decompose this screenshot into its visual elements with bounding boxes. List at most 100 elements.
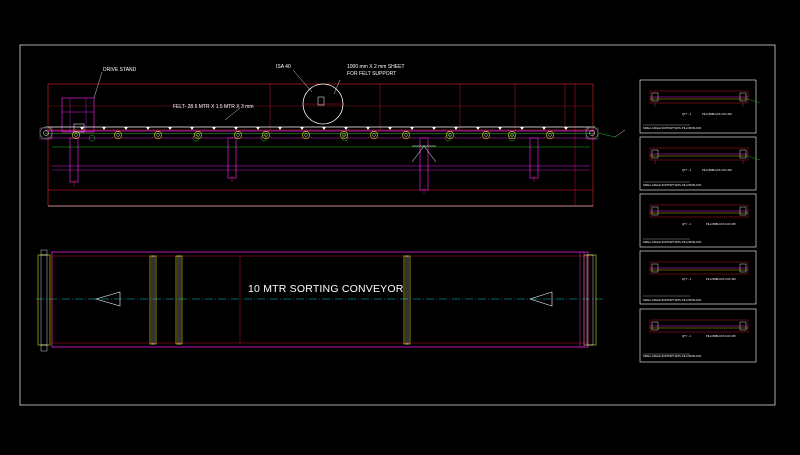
- idler-roller-hub: [116, 133, 120, 137]
- label-drive-stand: DRIVE STAND: [103, 67, 137, 73]
- belt-nub: [278, 127, 282, 130]
- belt-nub: [322, 127, 326, 130]
- detail-frame: [639, 136, 757, 191]
- detail-block-right: [739, 321, 747, 331]
- idler-roller-hub: [74, 133, 78, 137]
- detail-qty-1: QTY - 1: [682, 113, 692, 116]
- belt-nub: [542, 127, 546, 130]
- flow-arrow-right: [529, 291, 553, 307]
- label-sheet-line1: 1000 mm X 2 mm SHEET: [347, 64, 405, 70]
- idler-roller-hub: [404, 133, 408, 137]
- idler-roller: [340, 131, 348, 139]
- idler-roller-hub: [304, 133, 308, 137]
- belt-nub: [212, 127, 216, 130]
- detail-block-left: [651, 321, 659, 331]
- label-isa: ISA 40: [276, 64, 291, 70]
- detail-block-left: [651, 92, 659, 102]
- detail-frame: [639, 79, 757, 134]
- idler-roller-hub: [484, 133, 488, 137]
- idler-rollers: [72, 131, 554, 142]
- detail-note-5: PILLOWBLOCK UCF 205: [706, 335, 736, 338]
- belt-nub: [476, 127, 480, 130]
- return-roller: [341, 134, 349, 142]
- detail-caption-5: SMALL ANGLE SUPPORT WITH PILLOW BLOCK: [643, 355, 702, 358]
- detail-block-right: [739, 92, 747, 102]
- belt-nub: [102, 127, 106, 130]
- detail-qty-2: QTY - 1: [682, 169, 692, 172]
- idler-roller: [262, 131, 270, 139]
- belt-nub: [388, 127, 392, 130]
- detail-qty-3: QTY - 1: [682, 223, 692, 226]
- belt-nub: [80, 127, 84, 130]
- detail-caption-1: SMALL ANGLE SUPPORT WITH PILLOW BLOCK: [643, 127, 702, 130]
- detail-qty-5: QTY - 1: [682, 335, 692, 338]
- return-roller: [192, 134, 200, 142]
- idler-roller: [234, 131, 242, 139]
- support-legs: [69, 137, 539, 191]
- idler-roller: [370, 131, 378, 139]
- idler-roller-hub: [372, 133, 376, 137]
- belt-nub: [344, 127, 348, 130]
- detail-note-1: PILLOWBLOCK UCF 205: [702, 113, 732, 116]
- belt-nub: [300, 127, 304, 130]
- detail-block-left: [651, 263, 659, 273]
- belt-nub: [366, 127, 370, 130]
- idler-roller: [482, 131, 490, 139]
- detail-block-left: [651, 206, 659, 216]
- idler-roller-hub: [156, 133, 160, 137]
- label-sheet-line2: FOR FELT SUPPORT: [347, 71, 397, 77]
- detail-note-2: PILLOWBLOCK UCF 205: [702, 169, 732, 172]
- return-roller: [260, 134, 268, 142]
- detail-note-4: PILLOWBLOCK UCF 205: [706, 278, 736, 281]
- detail-caption-2: SMALL ANGLE SUPPORT WITH PILLOW BLOCK: [643, 184, 702, 187]
- return-roller: [88, 134, 96, 142]
- belt-nub: [124, 127, 128, 130]
- detail-block-right: [739, 263, 747, 273]
- idler-roller: [402, 131, 410, 139]
- idler-roller: [194, 131, 202, 139]
- detail-caption-3: SMALL ANGLE SUPPORT WITH PILLOW BLOCK: [643, 241, 702, 244]
- idler-roller-hub: [236, 133, 240, 137]
- detail-qty-4: QTY - 1: [682, 278, 692, 281]
- conveyor-title: 10 MTR SORTING CONVEYOR: [248, 283, 404, 295]
- idler-roller: [546, 131, 554, 139]
- idler-roller: [72, 131, 80, 139]
- sheet-frame: [19, 44, 776, 406]
- detail-frame: [639, 193, 757, 248]
- belt-nub: [564, 127, 568, 130]
- idler-roller: [154, 131, 162, 139]
- plan-view: [36, 249, 605, 352]
- return-roller: [508, 134, 516, 142]
- belt-nub: [168, 127, 172, 130]
- idler-roller: [302, 131, 310, 139]
- drive-stand: [61, 71, 103, 133]
- belt-nub: [234, 127, 238, 130]
- detail-frame: [639, 250, 757, 305]
- label-felt: FELT- 28.5 MTR X 1.5 MTR X 3 mm: [173, 104, 254, 110]
- idler-roller: [446, 131, 454, 139]
- belt-nub: [190, 127, 194, 130]
- belt-nubs: [80, 127, 568, 130]
- belt-nub: [410, 127, 414, 130]
- belt-nub: [520, 127, 524, 130]
- belt-nub: [146, 127, 150, 130]
- belt-nub: [454, 127, 458, 130]
- detail-views: [639, 79, 761, 363]
- side-elevation-view: [39, 69, 626, 207]
- detail-block-right: [739, 149, 747, 159]
- idler-roller: [508, 131, 516, 139]
- idler-roller: [114, 131, 122, 139]
- detail-leader: [747, 155, 761, 161]
- idler-roller-hub: [548, 133, 552, 137]
- flow-arrow-left: [94, 291, 121, 307]
- detail-caption-4: SMALL ANGLE SUPPORT WITH PILLOW BLOCK: [643, 299, 702, 302]
- detail-frame: [639, 308, 757, 363]
- return-roller: [444, 134, 452, 142]
- belt-nub: [498, 127, 502, 130]
- detail-note-3: PILLOWBLOCK UCF 205: [706, 223, 736, 226]
- idler-roller-hub: [510, 133, 514, 137]
- belt-nub: [256, 127, 260, 130]
- detail-leader: [747, 98, 761, 104]
